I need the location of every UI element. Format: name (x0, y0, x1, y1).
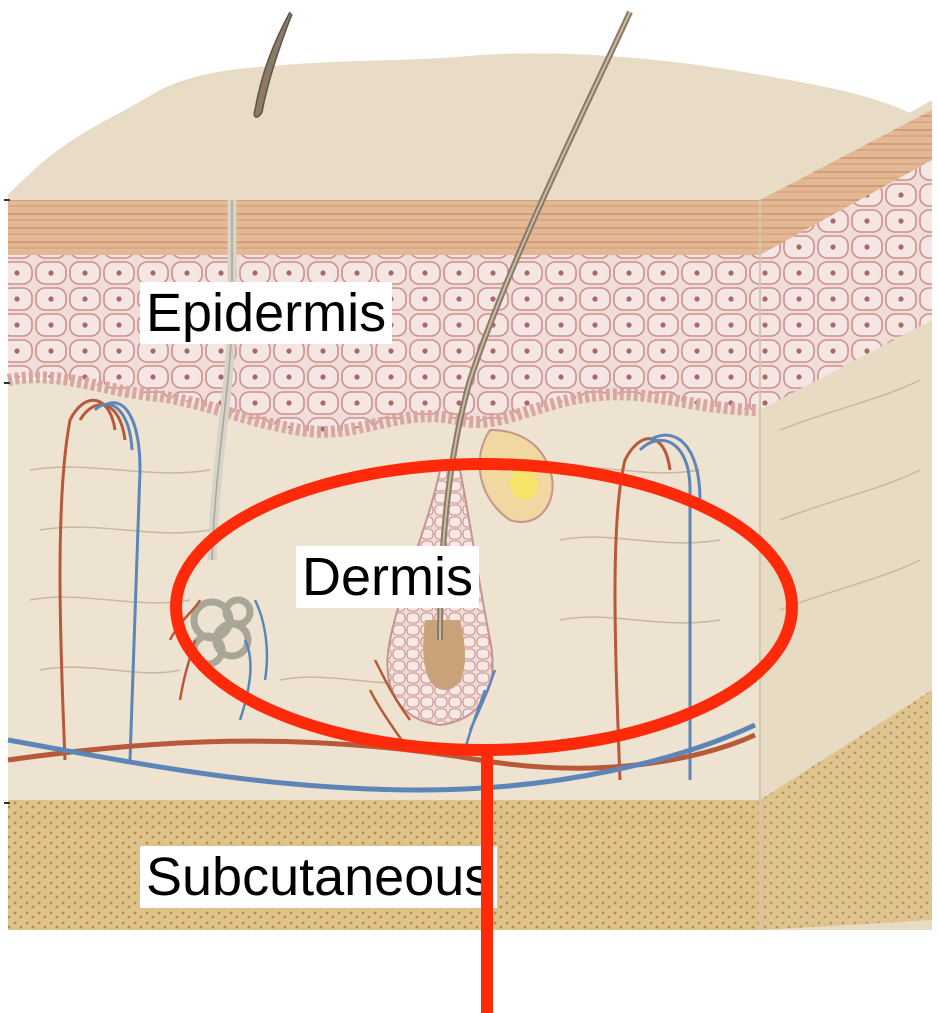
epidermis-label: Epidermis (140, 282, 392, 344)
dermis-label: Dermis (296, 546, 479, 608)
skin-surface-top-fill (8, 53, 932, 205)
hair-bulb (423, 620, 465, 690)
stratum-corneum (8, 200, 760, 255)
subcutaneous-label: Subcutaneous (140, 846, 497, 908)
